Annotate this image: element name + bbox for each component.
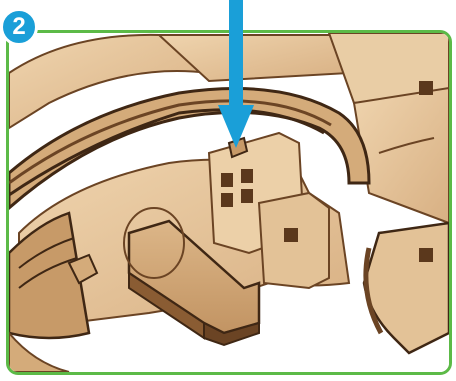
- step-number-badge: 2: [0, 8, 38, 46]
